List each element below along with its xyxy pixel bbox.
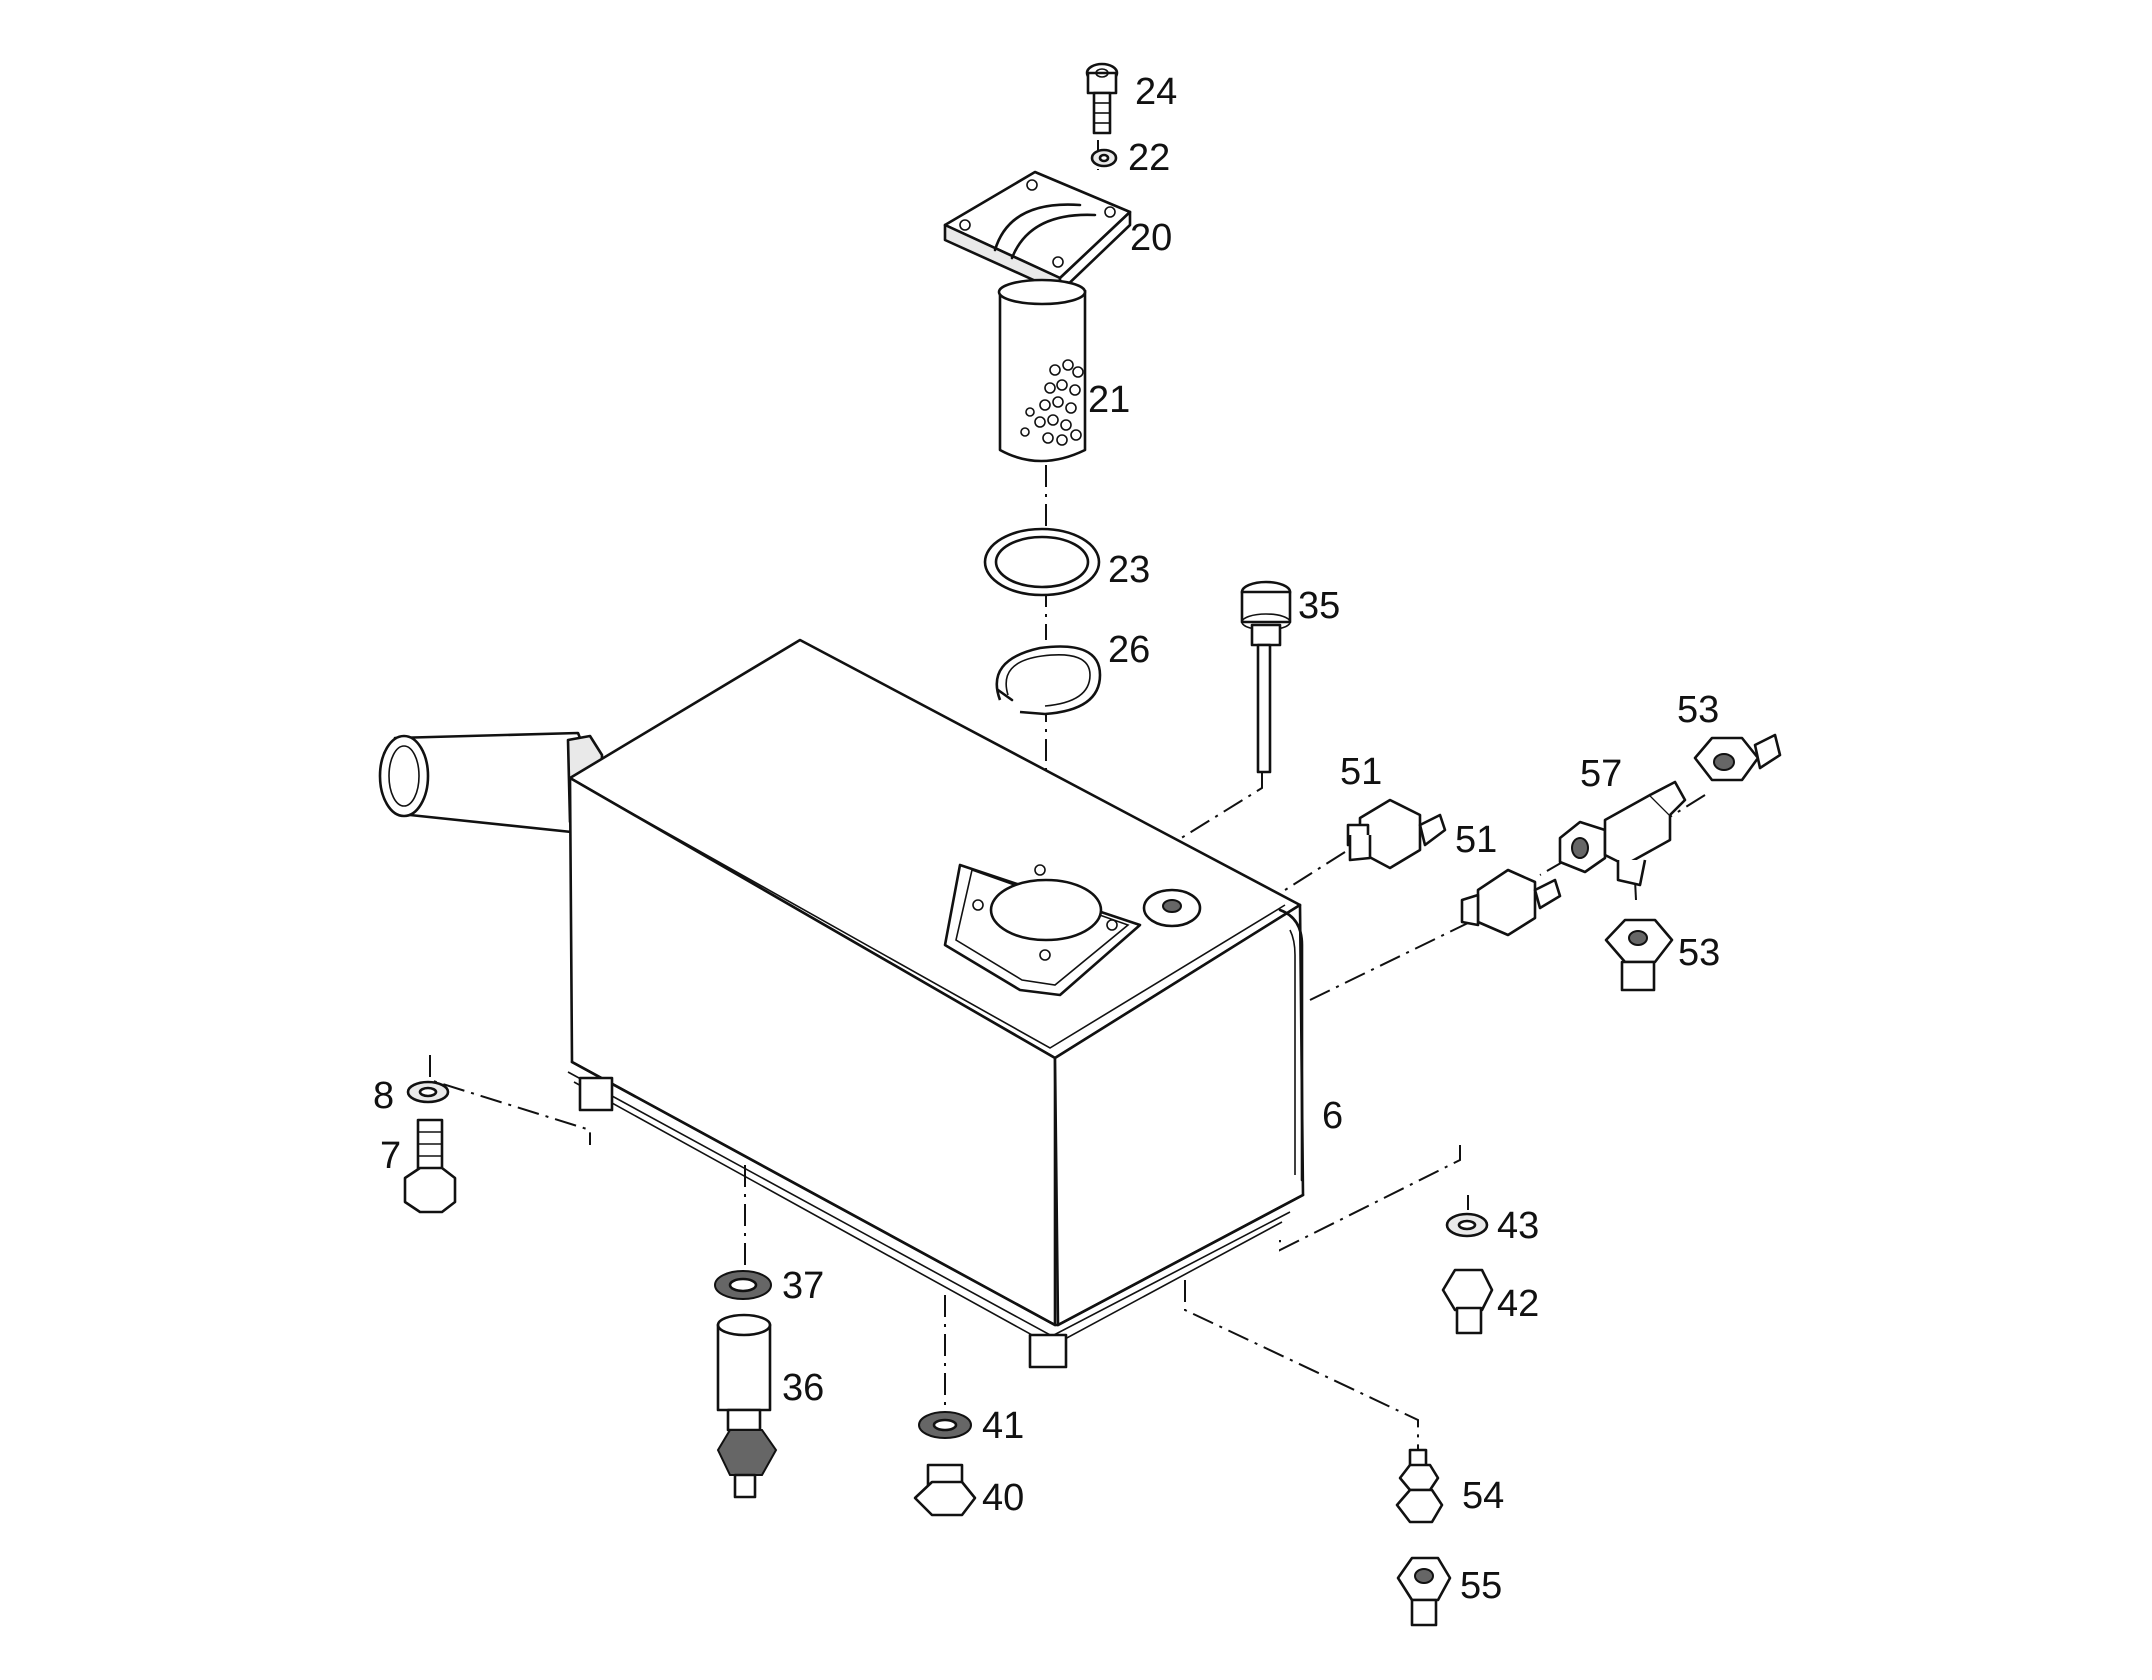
tank-body (378, 638, 1305, 1369)
fitting-54 (1395, 1448, 1444, 1524)
callout-35: 35 (1298, 585, 1340, 627)
callout-55: 55 (1460, 1565, 1502, 1607)
seal-37 (714, 1270, 772, 1300)
callout-40: 40 (982, 1477, 1024, 1519)
filler-cap-20 (943, 170, 1132, 294)
callout-24: 24 (1135, 71, 1177, 113)
dipstick-35 (1240, 580, 1292, 774)
fitting-51-lower (1460, 868, 1562, 937)
gasket-23 (983, 527, 1101, 597)
callout-8: 8 (373, 1075, 394, 1117)
plug-42 (1441, 1268, 1494, 1335)
callout-36: 36 (782, 1367, 824, 1409)
seal-41 (918, 1411, 972, 1439)
callout-26: 26 (1108, 629, 1150, 671)
callout-37: 37 (782, 1265, 824, 1307)
fitting-51-upper (1346, 798, 1447, 870)
callout-57: 57 (1580, 753, 1622, 795)
callout-labels: 24 22 20 21 23 26 35 51 51 57 53 53 6 8 … (373, 71, 1720, 1607)
nut-53-upper (1693, 733, 1782, 782)
callout-41: 41 (982, 1405, 1024, 1447)
callout-51b: 51 (1455, 819, 1497, 861)
washer-43 (1445, 1212, 1489, 1238)
tee-57 (1558, 780, 1687, 887)
callout-20: 20 (1130, 217, 1172, 259)
plug-40 (913, 1463, 977, 1517)
nut-55 (1396, 1556, 1452, 1627)
sensor-36 (716, 1313, 778, 1499)
callout-51a: 51 (1340, 751, 1382, 793)
washer-22 (1090, 148, 1118, 168)
callout-53b: 53 (1678, 932, 1720, 974)
ring-26 (995, 645, 1102, 716)
callout-22: 22 (1128, 137, 1170, 179)
callout-23: 23 (1108, 549, 1150, 591)
callout-7: 7 (380, 1135, 401, 1177)
strainer-21 (997, 278, 1087, 463)
callout-42: 42 (1497, 1283, 1539, 1325)
callout-43: 43 (1497, 1205, 1539, 1247)
nut-53-lower (1604, 918, 1674, 992)
callout-21: 21 (1088, 379, 1130, 421)
bolt-7 (403, 1118, 457, 1214)
callout-6: 6 (1322, 1095, 1343, 1137)
screw-24 (1085, 62, 1119, 135)
callout-54: 54 (1462, 1475, 1504, 1517)
washer-8 (406, 1080, 450, 1104)
callout-53a: 53 (1677, 689, 1719, 731)
